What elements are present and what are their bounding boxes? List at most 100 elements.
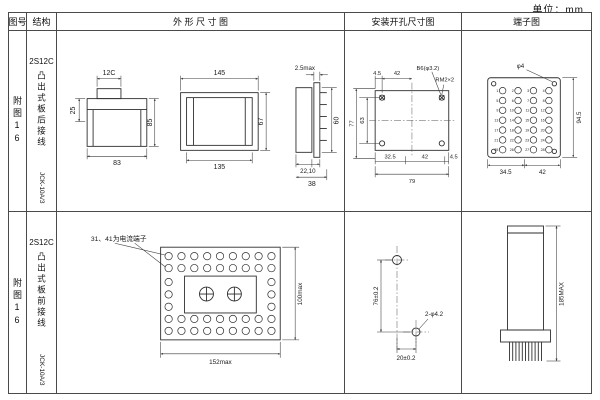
dim-side-total-depth: 38 (308, 181, 316, 188)
terminal-screw (267, 302, 276, 311)
terminal-screw (529, 126, 538, 134)
current-terminal-note-group: 31、41为电流端子 (91, 234, 166, 268)
terminal-number: 15 (525, 119, 529, 123)
terminal-screw (215, 314, 225, 323)
structure-sub-row2: JCK-10A/3 (38, 353, 45, 385)
terminal-drawing-row2: 185MAX (500, 225, 566, 362)
terminal-screw (545, 106, 553, 114)
structure-sub-row1: JCK-10A/3 (38, 171, 45, 203)
terminal-screw (203, 314, 212, 323)
panel-dimensions-row2: 100max 152max (160, 246, 304, 366)
terminal-screw (545, 116, 553, 124)
terminal-screw (514, 106, 522, 114)
fig-no-cell-row2: 附图16 (9, 212, 27, 393)
panel-front-view (160, 246, 281, 341)
header-fig-no: 图号 (9, 13, 27, 31)
terminal-number: 25 (494, 148, 498, 152)
mounting-drawing-row1: 4.5 42 B6(φ3.2) RM2×2 63 77 (349, 66, 457, 185)
terminal-screw (203, 326, 212, 335)
terminal-screw (545, 146, 553, 154)
outline-drawing-cell-row1: 12C 25 83 85 (57, 31, 345, 212)
terminal-number: 18 (510, 128, 514, 132)
mounting-dimensions-row2: 76±0.2 2-φ4.2 20±0.2 (373, 259, 444, 362)
terminal-number: 9 (496, 109, 498, 113)
terminal-screw (499, 96, 507, 105)
terminal-screw (228, 252, 237, 261)
dim-bottom-total: 79 (409, 179, 415, 185)
terminal-bank-bottom (164, 314, 276, 335)
dim-bottom-3: 4.5 (450, 154, 458, 160)
unit-label: 单位：mm (532, 5, 584, 16)
terminal-number: 5 (496, 99, 498, 103)
terminal-screw (499, 87, 507, 95)
terminal-bank-right (267, 278, 276, 311)
terminal-screw (164, 278, 173, 287)
dim-panel-width: 152max (209, 359, 232, 366)
header-terminal: 端子图 (462, 13, 591, 31)
terminal-number: 2 (512, 89, 514, 93)
mounting-dimensions-row1: 4.5 42 B6(φ3.2) RM2×2 63 77 (349, 66, 457, 185)
terminal-number: 23 (525, 138, 529, 142)
terminal-screw (267, 326, 276, 335)
dim-left-height: 25 (70, 107, 77, 115)
terminal-number: 16 (541, 119, 545, 123)
terminal-screw (267, 314, 276, 323)
structure-model-row1: 2S12C (29, 57, 54, 66)
terminal-screw (499, 146, 507, 154)
terminal-screw (203, 252, 212, 261)
terminal-screw (177, 314, 186, 323)
terminal-screw (254, 264, 263, 273)
terminal-screw (215, 326, 225, 335)
dim-front-inner-width: 135 (214, 164, 226, 171)
terminal-screw (529, 87, 538, 95)
terminal-screw (499, 116, 507, 124)
terminal-screw (190, 326, 199, 335)
mounting-drawing-row2: 76±0.2 2-φ4.2 20±0.2 (373, 246, 444, 362)
dim-height-total: 77 (349, 120, 355, 126)
mounting-drawing-cell-row2: 76±0.2 2-φ4.2 20±0.2 (345, 212, 462, 393)
note-current-terminals: 31、41为电流端子 (91, 234, 147, 243)
fig-no-text-row2: 附图16 (12, 277, 22, 328)
terminal-board-rear-view (487, 77, 561, 158)
terminal-screw (164, 302, 173, 311)
terminal-number: 20 (541, 128, 545, 132)
terminal-screw (215, 252, 225, 261)
terminal-number: 14 (510, 119, 514, 123)
terminal-screw (164, 290, 173, 299)
terminal-screw (499, 126, 507, 134)
structure-desc-row2: 凸出式板前接线 (36, 252, 47, 329)
note-screw-size: RM2×2 (435, 78, 454, 84)
side-view-dimensions: 2.5max 60 22,10 38 (295, 65, 341, 188)
structure-model-row2: 2S12C (29, 238, 54, 247)
case-side-view (295, 82, 327, 158)
terminal-bank-left (164, 278, 173, 311)
note-mounting-hole: φ4 (517, 63, 525, 70)
dim-hole-spacing-vertical: 76±0.2 (373, 286, 380, 305)
terminal-number: 17 (494, 128, 498, 132)
terminal-number: 10 (510, 109, 514, 113)
terminal-screw (254, 252, 263, 261)
terminal-screw (228, 264, 237, 273)
spec-table: 图号 结构 外 形 尺 寸 图 安装开孔尺寸图 端子图 附图16 2S12C 凸… (8, 12, 592, 394)
case-front-view (180, 92, 259, 151)
terminal-number: 28 (541, 148, 545, 152)
terminal-number: 26 (510, 148, 514, 152)
terminal-screw (514, 126, 522, 134)
dim-flange-thickness: 2.5max (295, 65, 316, 72)
terminal-screw (164, 252, 173, 261)
terminal-screw (241, 264, 250, 273)
terminal-bank-top (164, 252, 276, 273)
dim-step-width: 12C (103, 70, 116, 77)
terminal-screw (529, 146, 538, 154)
terminal-screw (545, 126, 553, 134)
terminal-number: 1 (496, 89, 498, 93)
dim-corner-offset: 4.5 (373, 71, 381, 77)
terminal-number: 22 (510, 138, 514, 142)
mounting-holes (392, 255, 421, 337)
terminal-number: 21 (494, 138, 498, 142)
terminal-screw (545, 87, 553, 95)
terminal-screw (514, 87, 522, 95)
terminal-screw (241, 252, 250, 261)
